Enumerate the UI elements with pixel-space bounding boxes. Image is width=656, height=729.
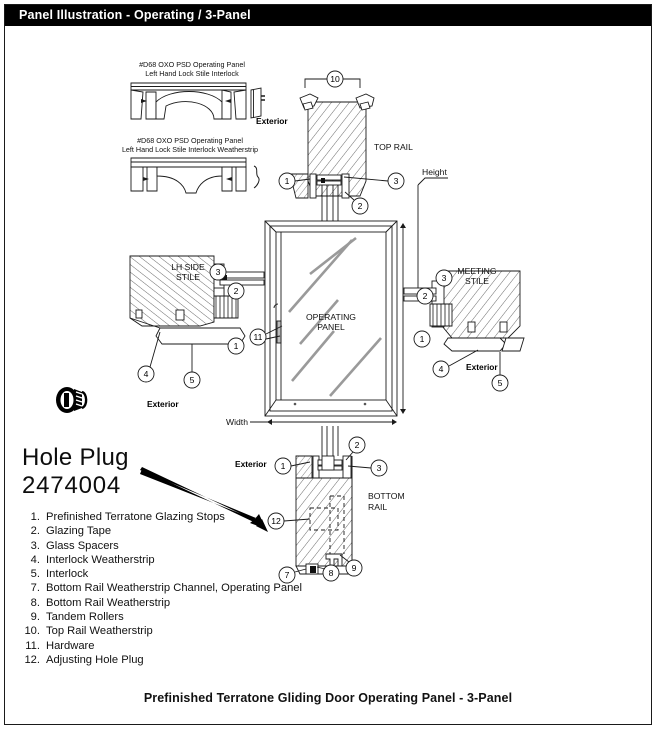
label-exterior-lh: Exterior (147, 399, 179, 409)
hole-plug-icon (56, 387, 88, 413)
callout-ms-2: 2 (423, 291, 428, 301)
legend-item: 5. Interlock (18, 568, 348, 581)
legend-item: 1. Prefinished Terratone Glazing Stops (18, 511, 348, 523)
legend-item-label: Bottom Rail Weatherstrip Channel, Operat… (46, 582, 302, 595)
legend-item-number: 1. (30, 511, 40, 523)
inset-1-label-line1: #D68 OXO PSD Operating Panel (139, 60, 245, 69)
callout-lh-4: 4 (144, 369, 149, 379)
callout-br-7: 7 (285, 570, 290, 580)
legend-item-number: 4. (30, 553, 40, 566)
legend-list: 1. Prefinished Terratone Glazing Stops 2… (18, 511, 348, 669)
label-meeting-stile-line2: STILE (465, 276, 489, 286)
bottom-rail-section: BOTTOM RAIL 2 1 3 12 9 (235, 426, 405, 584)
callout-ms-1: 1 (420, 334, 425, 344)
legend-item-label: Interlock Weatherstrip (46, 553, 155, 566)
figure-caption: Prefinished Terratone Gliding Door Opera… (143, 691, 513, 705)
hole-plug-part-number: 2474004 (22, 472, 122, 499)
label-meeting-stile-line1: MEETING (457, 266, 496, 276)
inset-diagram-2: #D68 OXO PSD Operating Panel Left Hand L… (122, 136, 260, 194)
inset-1-label-line2: Left Hand Lock Stile Interlock (145, 69, 239, 78)
legend-item-number: 3. (30, 539, 40, 552)
label-exterior-bottom: Exterior (235, 459, 267, 469)
legend-item: 8. Bottom Rail Weatherstrip (18, 596, 348, 609)
label-operating-panel-line2: PANEL (317, 322, 345, 332)
callout-lh-2: 2 (234, 286, 239, 296)
meeting-stile-section: MEETING STILE 3 2 1 4 5 Exterior (403, 266, 525, 392)
legend-item-label: Top Rail Weatherstrip (46, 625, 153, 638)
callout-ms-3: 3 (442, 273, 447, 283)
inset-diagram-1: #D68 OXO PSD Operating Panel Left Hand L… (130, 60, 265, 120)
technical-drawing: #D68 OXO PSD Operating Panel Left Hand L… (56, 60, 525, 584)
callout-br-1: 1 (281, 461, 286, 471)
legend-item: 7. Bottom Rail Weatherstrip Channel, Ope… (18, 583, 348, 594)
callout-lh-11: 11 (254, 332, 263, 342)
legend-item-label: Glazing Tape (46, 525, 112, 538)
inset-2-label-line2: Left Hand Lock Stile Interlock Weatherst… (122, 145, 258, 154)
callout-top-rail-1: 1 (285, 176, 290, 186)
callout-br-2: 2 (355, 440, 360, 450)
callout-ms-4: 4 (439, 364, 444, 374)
top-rail-section: 10 TOP RAIL 1 (256, 70, 413, 226)
legend-item: 10. Top Rail Weatherstrip (18, 626, 348, 637)
legend-item-number: 12. (24, 653, 40, 666)
label-operating-panel-line1: OPERATING (306, 312, 356, 322)
callout-lh-5: 5 (190, 375, 195, 385)
legend-item-label: Glass Spacers (46, 539, 119, 552)
label-height: Height (422, 167, 447, 177)
callout-ms-5: 5 (498, 378, 503, 388)
title-bar: Panel Illustration - Operating / 3-Panel (5, 5, 651, 26)
width-dimension: Width (226, 417, 268, 427)
callout-br-3: 3 (377, 463, 382, 473)
legend-item-label: Prefinished Terratone Glazing Stops (46, 511, 225, 523)
legend-item: 4. Interlock Weatherstrip (18, 553, 348, 566)
label-lh-side-stile-line1: LH SIDE (171, 262, 205, 272)
legend-item-label: Hardware (46, 639, 95, 652)
callout-top-rail-10: 10 (330, 74, 340, 84)
legend-item-number: 2. (30, 525, 40, 538)
hole-plug-arrow (140, 467, 268, 532)
legend-item-number: 5. (30, 568, 40, 581)
legend-item-number: 7. (30, 582, 40, 595)
operating-panel: OPERATING PANEL (264, 220, 406, 425)
legend-item-number: 9. (30, 611, 40, 624)
label-lh-side-stile-line2: STILE (176, 272, 200, 282)
label-bottom-rail-line1: BOTTOM (368, 491, 405, 501)
illustration-canvas: #D68 OXO PSD Operating Panel Left Hand L… (0, 26, 656, 729)
legend-item: 11. Hardware (18, 639, 348, 652)
label-exterior-ms: Exterior (466, 362, 498, 372)
legend-item-label: Bottom Rail Weatherstrip (46, 596, 171, 609)
label-bottom-rail-line2: RAIL (368, 502, 387, 512)
hole-plug-label: Hole Plug (22, 444, 129, 471)
legend-item-label: Adjusting Hole Plug (46, 653, 144, 666)
legend-item-label: Tandem Rollers (46, 611, 124, 624)
inset-2-label-line1: #D68 OXO PSD Operating Panel (137, 136, 243, 145)
legend-item-number: 11. (25, 639, 40, 652)
legend-item-label: Interlock (46, 568, 89, 581)
legend-item-number: 10. (24, 625, 40, 638)
callout-top-rail-3: 3 (394, 176, 399, 186)
legend-item: 12. Adjusting Hole Plug (18, 653, 348, 666)
callout-br-9: 9 (352, 563, 357, 573)
callout-br-8: 8 (329, 568, 334, 578)
label-top-rail: TOP RAIL (374, 142, 413, 152)
callout-lh-1: 1 (234, 341, 239, 351)
legend-item: 2. Glazing Tape (18, 526, 348, 537)
callout-lh-3: 3 (216, 267, 221, 277)
callout-top-rail-2: 2 (358, 201, 363, 211)
legend-item: 9. Tandem Rollers (18, 611, 348, 624)
legend-item: 3. Glass Spacers (18, 539, 348, 552)
legend-item-number: 8. (30, 596, 40, 609)
callout-br-12: 12 (271, 516, 281, 526)
page-title: Panel Illustration - Operating / 3-Panel (19, 8, 251, 22)
label-exterior-top: Exterior (256, 116, 288, 126)
lh-side-stile-section: LH SIDE STILE 3 2 1 11 4 5 (129, 255, 283, 409)
label-width: Width (226, 417, 248, 427)
